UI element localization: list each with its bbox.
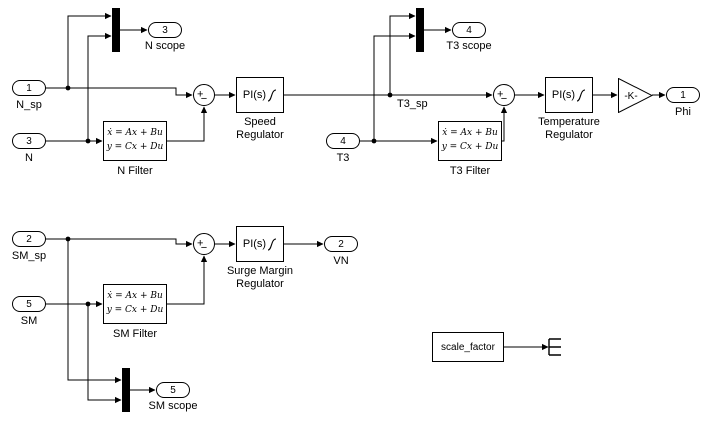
n-filter-block[interactable]: ẋ = Ax + Bu y = Cx + Du — [103, 121, 167, 161]
scale-factor-text: scale_factor — [441, 341, 495, 353]
state-equation-1: ẋ = Ax + Bu — [442, 128, 498, 139]
outport-phi-label: Phi — [675, 106, 691, 118]
branch-dot — [85, 301, 91, 307]
port-number: 4 — [466, 24, 472, 36]
sum-speed[interactable]: + − — [193, 84, 215, 106]
mux-t3-scope[interactable] — [416, 8, 424, 52]
speed-regulator-label: Speed Regulator — [236, 116, 284, 141]
state-equation-2: y = Cx + Du — [106, 142, 164, 152]
pi-curve-icon — [267, 237, 277, 251]
port-number: 3 — [26, 135, 32, 147]
mux-sm-scope[interactable] — [122, 368, 130, 412]
state-equation-2: y = Cx + Du — [106, 305, 164, 315]
sum-plus-sign: + — [197, 88, 204, 101]
sum-minus-sign: − — [200, 93, 208, 105]
pi-curve-icon — [576, 88, 586, 102]
state-equation-1: ẋ = Ax + Bu — [107, 128, 163, 139]
surge-margin-regulator-block[interactable]: PI(s) — [236, 226, 284, 262]
inport-t3-label: T3 — [336, 152, 350, 164]
outport-n-scope[interactable]: 3 — [148, 22, 182, 38]
outport-sm-scope-label: SM scope — [148, 400, 198, 412]
pi-text: PI(s) — [551, 89, 576, 101]
inport-sm-sp-label: SM_sp — [11, 250, 47, 262]
port-number: 5 — [170, 384, 176, 396]
outport-n-scope-label: N scope — [144, 40, 186, 52]
sum-temperature[interactable]: + − — [493, 84, 515, 106]
inport-sm[interactable]: 5 — [12, 296, 46, 312]
state-equation-2: y = Cx + Du — [441, 142, 499, 152]
inport-sm-sp[interactable]: 2 — [12, 231, 46, 247]
sum-plus-sign: + — [197, 237, 204, 250]
speed-regulator-block[interactable]: PI(s) — [236, 77, 284, 113]
port-number: 1 — [26, 82, 32, 94]
inport-n-sp[interactable]: 1 — [12, 80, 46, 96]
sum-minus-sign: − — [200, 242, 208, 254]
outport-vn[interactable]: 2 — [324, 236, 358, 252]
branch-dot — [85, 138, 91, 144]
wire-n-to-mux[interactable] — [87, 32, 112, 141]
sm-filter-label: SM Filter — [113, 328, 157, 340]
branch-dot — [371, 138, 377, 144]
t3-filter-block[interactable]: ẋ = Ax + Bu y = Cx + Du — [438, 121, 502, 161]
branch-dot — [387, 92, 393, 98]
state-equation-1: ẋ = Ax + Bu — [107, 291, 163, 302]
outport-vn-label: VN — [333, 255, 349, 267]
wire-n-sp-to-mux[interactable] — [67, 12, 112, 88]
port-number: 5 — [26, 298, 32, 310]
port-number: 2 — [338, 238, 344, 250]
wire-n-sp-to-sum[interactable] — [46, 87, 193, 99]
outport-t3-scope-label: T3 scope — [446, 40, 492, 52]
branch-dot — [65, 85, 71, 91]
signal-label-t3-sp: T3_sp — [397, 98, 428, 110]
port-number: 3 — [162, 24, 168, 36]
mux-n-scope[interactable] — [112, 8, 120, 52]
wire-t3-sp-to-mux[interactable] — [389, 12, 416, 95]
sum-plus-sign: + — [497, 88, 504, 101]
sm-filter-block[interactable]: ẋ = Ax + Bu y = Cx + Du — [103, 284, 167, 324]
sum-surge-margin[interactable]: + − — [193, 233, 215, 255]
port-number: 2 — [26, 233, 32, 245]
pi-curve-icon — [267, 88, 277, 102]
sum-minus-sign: − — [500, 93, 508, 105]
scale-factor-block[interactable]: scale_factor — [432, 332, 504, 362]
wire-t3-filter-to-sum[interactable] — [500, 106, 508, 142]
n-filter-label: N Filter — [117, 165, 153, 177]
wire-sm-sp-to-sum[interactable] — [46, 238, 193, 248]
terminator-block[interactable] — [546, 337, 566, 357]
branch-dot — [65, 236, 71, 242]
t3-filter-label: T3 Filter — [449, 165, 491, 177]
outport-sm-scope[interactable]: 5 — [156, 382, 190, 398]
wire-t3-to-mux[interactable] — [373, 32, 416, 141]
outport-phi[interactable]: 1 — [666, 87, 700, 103]
outport-t3-scope[interactable]: 4 — [452, 22, 486, 38]
wire-sm-to-mux[interactable] — [87, 304, 122, 404]
temperature-regulator-label: Temperature Regulator — [538, 116, 600, 141]
temperature-regulator-block[interactable]: PI(s) — [545, 77, 593, 113]
wire-sm-sp-to-mux[interactable] — [67, 239, 122, 384]
inport-n-sp-label: N_sp — [16, 99, 42, 111]
pi-text: PI(s) — [242, 89, 267, 101]
gain-value: -K- — [624, 91, 637, 102]
inport-n-label: N — [25, 152, 33, 164]
port-number: 4 — [340, 135, 346, 147]
surge-margin-regulator-label: Surge Margin Regulator — [226, 265, 294, 290]
inport-t3[interactable]: 4 — [326, 133, 360, 149]
inport-n[interactable]: 3 — [12, 133, 46, 149]
wire-n-filter-to-sum[interactable] — [167, 106, 208, 142]
wire-sm-filter-to-sum[interactable] — [167, 255, 208, 305]
gain-block[interactable]: -K- — [618, 78, 653, 113]
pi-text: PI(s) — [242, 238, 267, 250]
port-number: 1 — [680, 89, 686, 101]
inport-sm-label: SM — [20, 315, 38, 327]
